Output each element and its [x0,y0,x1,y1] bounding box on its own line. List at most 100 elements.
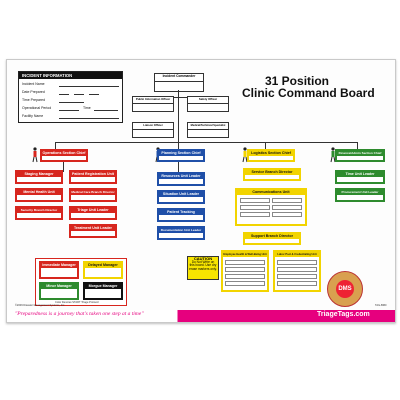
delayed-manager-box: Delayed Manager [83,261,123,279]
patient-tracking-box: Patient Tracking [157,208,205,222]
medical-care-branch-director-box: Medical Care Branch Director [69,188,117,202]
employee-health-slot [225,260,265,265]
communications-unit-box: Communications Unit [235,188,307,226]
medical-technical-specialist-slot [187,129,229,138]
morgue-manager-box: Morgue Manager [83,282,123,300]
patient-registration-unit-box: Patient Registration Unit [69,170,117,184]
employee-health-slot [225,281,265,286]
incident-name-line [59,86,119,87]
ops-drop-line [55,142,56,149]
procurement-unit-leader-box: Procurement Unit Leader [335,188,385,202]
fin-drop-line [357,142,358,149]
incident-information-header: INCIDENT INFORMATION [19,72,122,79]
caution-title: CAUTION [193,256,213,261]
medical-care-branch-director-label: Medical Care Branch Director [71,190,115,195]
comm-slot [272,198,302,203]
triage-color-note: Color Denotes START Triage Protocol [55,301,99,304]
board-title-line1: 31 Position [265,74,330,88]
delayed-manager-label: Delayed Manager [85,263,121,268]
support-branch-director-label: Support Branch Director [245,234,299,239]
section-connector-line [55,142,357,143]
person-icon-finance [330,147,336,163]
situation-unit-leader-label: Situation Unit Leader [159,192,203,197]
facility-name-label: Facility Name [22,114,44,118]
person-icon-operations [32,147,38,163]
footer-tagline: "Preparedness is a journey that's taken … [15,311,144,317]
dms-logo: DMS [327,271,363,307]
treatment-unit-leader-label: Treatment Unit Leader [71,226,115,231]
log-drop-line [265,142,266,149]
incident-information-box: INCIDENT INFORMATION Incident Name Date … [18,71,123,123]
labor-pool-slot [277,267,317,272]
caution-text: Do Not Write on this board. Use dry eras… [189,259,217,271]
support-branch-director-box: Support Branch Director [243,232,301,245]
treatment-unit-leader-box: Treatment Unit Leader [69,224,117,238]
logistics-chief-label: Logistics Section Chief [249,151,293,156]
comm-slot [272,205,302,210]
operational-period-line [59,110,79,111]
mental-health-unit-box: Mental Health Unit [15,188,63,202]
board-title-line2: Clinic Command Board [242,86,375,100]
part-number: TAG-BRD [375,304,387,307]
finance-chief-box: Finance/Admin Section Chief [335,149,385,162]
command-board: INCIDENT INFORMATION Incident Name Date … [6,59,396,323]
finance-chief-label: Finance/Admin Section Chief [337,151,383,156]
immediate-manager-label: Immediate Manager [41,263,77,268]
plan-drop-line [178,142,179,149]
time-unit-leader-box: Time Unit Leader [335,170,385,184]
staging-manager-box: Staging Manager [15,170,63,184]
public-information-officer-slot [132,103,174,112]
employee-health-slot [225,267,265,272]
command-trunk-line [178,90,179,174]
date-prepared-label: Date Prepared [22,90,45,94]
planning-chief-label: Planning Section Chief [159,151,203,156]
time-prepared-line [59,102,84,103]
mental-health-unit-label: Mental Health Unit [17,190,61,195]
logistics-chief-box: Logistics Section Chief [247,149,295,162]
employee-health-unit-label: Employee Health & Well-Being Unit [223,252,267,257]
incident-name-label: Incident Name [22,82,45,86]
situation-unit-leader-box: Situation Unit Leader [157,190,205,204]
safety-officer-slot [187,103,229,112]
dms-logo-text: DMS [336,280,354,298]
copyright-note: ©2009 Disaster Management Systems, Inc. [15,304,66,307]
triage-unit-leader-box: Triage Unit Leader [69,206,117,220]
patient-registration-unit-label: Patient Registration Unit [71,172,115,177]
date-line-3 [89,94,99,95]
operational-time-line [94,110,118,111]
employee-health-unit-box: Employee Health & Well-Being Unit [221,250,269,292]
time-unit-leader-label: Time Unit Leader [337,172,383,177]
comm-slot [240,198,270,203]
triage-unit-leader-label: Triage Unit Leader [71,208,115,213]
operational-period-label: Operational Period [22,106,52,110]
security-branch-director-box: Security Branch Director [15,206,63,220]
command-staff-line [152,97,204,98]
communications-unit-label: Communications Unit [237,190,305,195]
operations-chief-box: Operations Section Chief [40,149,88,162]
comm-slot [272,212,302,217]
minor-manager-box: Minor Manager [39,282,79,300]
labor-pool-slot [277,281,317,286]
caution-box: CAUTION Do Not Write on this board. Use … [187,256,219,280]
facility-name-line [59,118,119,119]
documentation-unit-leader-box: Documentation Unit Leader [157,226,205,240]
operations-chief-label: Operations Section Chief [42,151,86,156]
footer-bar [7,310,395,322]
planning-chief-box: Planning Section Chief [157,149,205,162]
incident-commander-slot [154,81,204,92]
documentation-unit-leader-label: Documentation Unit Leader [159,228,203,233]
labor-pool-unit-label: Labor Pool & Credentialing Unit [275,252,319,257]
patient-tracking-label: Patient Tracking [159,210,203,215]
operational-time-label: Time [83,106,91,110]
morgue-manager-label: Morgue Manager [85,284,121,289]
footer-site: TriageTags.com [317,311,370,318]
security-branch-director-label: Security Branch Director [17,208,61,213]
immediate-manager-box: Immediate Manager [39,261,79,279]
resources-unit-leader-box: Resources Unit Leader [157,172,205,186]
labor-pool-slot [277,274,317,279]
ops-inner-line [63,162,64,172]
labor-pool-unit-box: Labor Pool & Credentialing Unit [273,250,321,292]
comm-slot [240,212,270,217]
comm-slot [240,205,270,210]
service-branch-director-box: Service Branch Director [243,168,301,181]
